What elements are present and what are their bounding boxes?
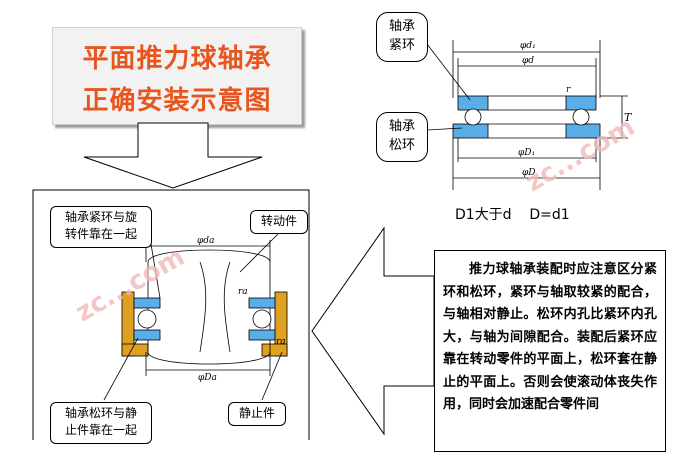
callout-tight-with-rotating-text: 轴承紧环与旋 转件靠在一起 — [64, 210, 137, 241]
dimension-note: D1大于d D=d1 — [455, 207, 570, 223]
dim-r: r — [566, 85, 571, 95]
callout-loose-with-static: 轴承松环与静 止件靠在一起 — [50, 402, 152, 444]
dim-D1: φD₁ — [518, 148, 535, 158]
callout-tight-with-rotating: 轴承紧环与旋 转件靠在一起 — [50, 206, 152, 248]
callout-tight-ring-text: 轴承 紧环 — [388, 19, 415, 53]
title-box: 平面推力球轴承 正确安装示意图 — [52, 27, 302, 125]
title-line-1: 平面推力球轴承 — [82, 44, 272, 74]
dim-ra-1: ra — [238, 287, 248, 297]
dim-ra-2: ra — [276, 337, 286, 347]
callout-loose-ring: 轴承 松环 — [376, 112, 428, 162]
top-bearing-drawing — [426, 40, 628, 190]
install-frame — [32, 189, 310, 440]
info-text: 推力球轴承装配时应注意区分紧环和松环，紧环与轴取较紧的配合，与轴相对静止。松环内… — [443, 262, 657, 412]
callout-static-part: 静止件 — [228, 402, 286, 426]
dim-d: φd — [522, 56, 534, 66]
callout-tight-ring: 轴承 紧环 — [376, 12, 428, 62]
install-drawing — [103, 229, 288, 401]
info-box: 推力球轴承装配时应注意区分紧环和松环，紧环与轴取较紧的配合，与轴相对静止。松环内… — [434, 250, 666, 452]
callout-rotating-part: 转动件 — [250, 210, 308, 234]
callout-rotating-part-text: 转动件 — [260, 214, 297, 228]
dim-Da: φDa — [198, 373, 217, 383]
dim-d1: φd₁ — [520, 41, 536, 51]
title-line-2: 正确安装示意图 — [82, 86, 272, 116]
callout-loose-with-static-text: 轴承松环与静 止件靠在一起 — [64, 406, 137, 437]
dim-D: φD — [522, 168, 536, 178]
dim-da: φda — [197, 236, 214, 246]
dim-T: T — [624, 111, 633, 124]
left-arrow — [311, 226, 435, 436]
callout-static-part-text: 静止件 — [238, 406, 275, 420]
callout-loose-ring-text: 轴承 松环 — [388, 119, 415, 153]
down-arrow — [83, 122, 263, 189]
diagram-canvas: φd₁ φd φD₁ φD r T φda φDa ra — [32, 40, 633, 440]
